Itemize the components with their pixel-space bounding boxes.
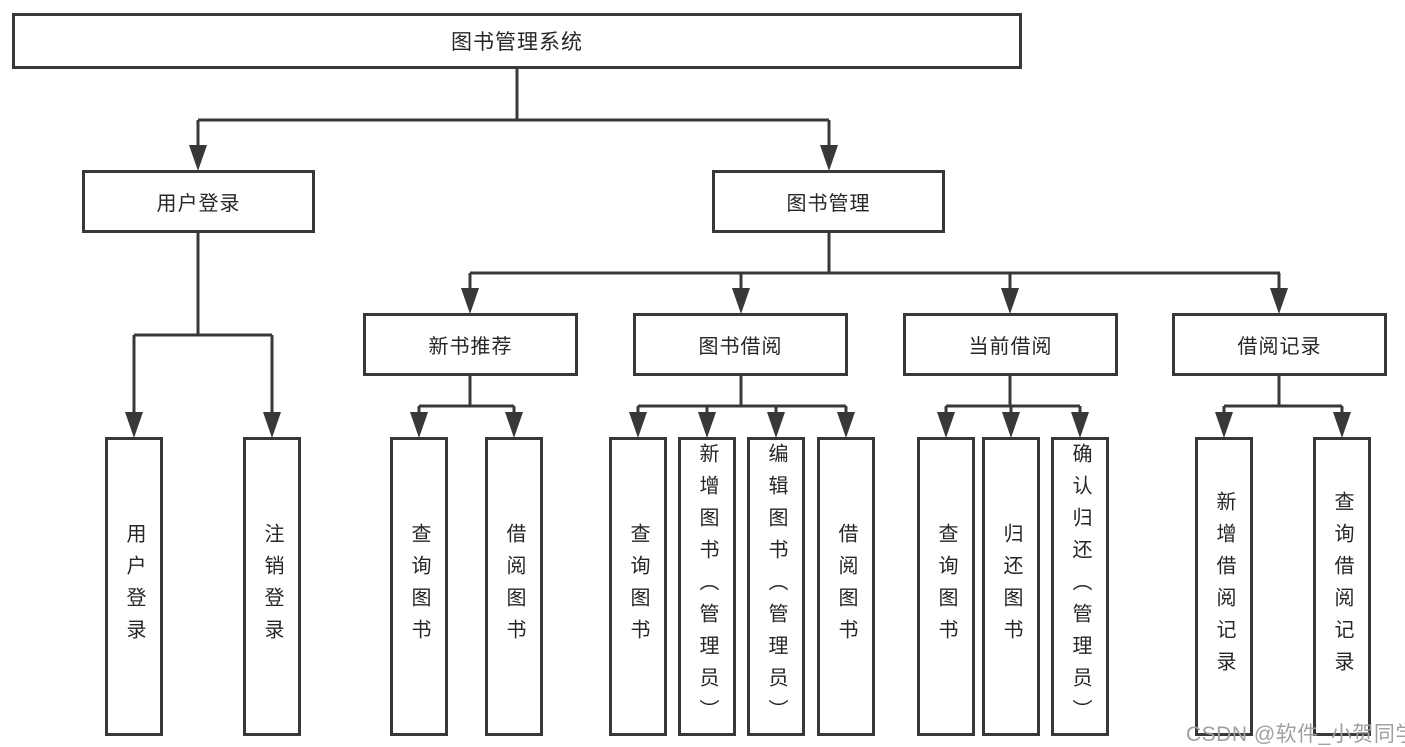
node-label: 用户登录 xyxy=(123,522,145,651)
leaf-confirm-return-admin: 确认归还（管理员） xyxy=(1051,437,1109,736)
node-label: 借阅图书 xyxy=(835,522,857,651)
node-label: 注销登录 xyxy=(261,522,283,651)
leaf-borrow-books-borrowing: 借阅图书 xyxy=(817,437,875,736)
node-label: 当前借阅 xyxy=(968,336,1053,358)
node-label: 借阅记录 xyxy=(1237,336,1322,358)
leaf-edit-book-admin: 编辑图书（管理员） xyxy=(747,437,805,736)
leaf-borrow-books-recommend: 借阅图书 xyxy=(485,437,543,736)
node-current-borrowing: 当前借阅 xyxy=(903,313,1118,376)
node-label: 查询图书 xyxy=(408,522,430,651)
node-label: 查询图书 xyxy=(935,522,957,651)
node-label: 新增借阅记录 xyxy=(1213,490,1235,683)
leaf-query-books-recommend: 查询图书 xyxy=(390,437,448,736)
node-library-management-system: 图书管理系统 xyxy=(12,13,1022,69)
node-borrowing-records: 借阅记录 xyxy=(1172,313,1387,376)
node-label: 借阅图书 xyxy=(503,522,525,651)
node-new-book-recommendation: 新书推荐 xyxy=(363,313,578,376)
leaf-add-book-admin: 新增图书（管理员） xyxy=(678,437,736,736)
leaf-user-login: 用户登录 xyxy=(105,437,163,736)
node-book-borrowing: 图书借阅 xyxy=(633,313,848,376)
node-label: 用户登录 xyxy=(156,193,241,215)
csdn-watermark: CSDN @软件_小贺同学 xyxy=(1186,723,1405,746)
leaf-logout: 注销登录 xyxy=(243,437,301,736)
node-label: 归还图书 xyxy=(1000,522,1022,651)
leaf-query-books-current: 查询图书 xyxy=(917,437,975,736)
node-label: 新书推荐 xyxy=(428,336,513,358)
node-label: 新增图书（管理员） xyxy=(696,442,718,731)
node-label: 图书管理 xyxy=(786,193,871,215)
leaf-return-book: 归还图书 xyxy=(982,437,1040,736)
node-label: 编辑图书（管理员） xyxy=(765,442,787,731)
arrowheads xyxy=(125,145,1351,438)
node-book-management: 图书管理 xyxy=(712,170,945,233)
leaf-add-borrowing-record: 新增借阅记录 xyxy=(1195,437,1253,736)
node-label: 确认归还（管理员） xyxy=(1069,442,1091,731)
leaf-query-books-borrowing: 查询图书 xyxy=(609,437,667,736)
node-label: 查询借阅记录 xyxy=(1331,490,1353,683)
node-label: 查询图书 xyxy=(627,522,649,651)
leaf-query-borrowing-record: 查询借阅记录 xyxy=(1313,437,1371,736)
node-label: 图书管理系统 xyxy=(451,31,583,54)
node-label: 图书借阅 xyxy=(698,336,783,358)
node-user-login: 用户登录 xyxy=(82,170,315,233)
